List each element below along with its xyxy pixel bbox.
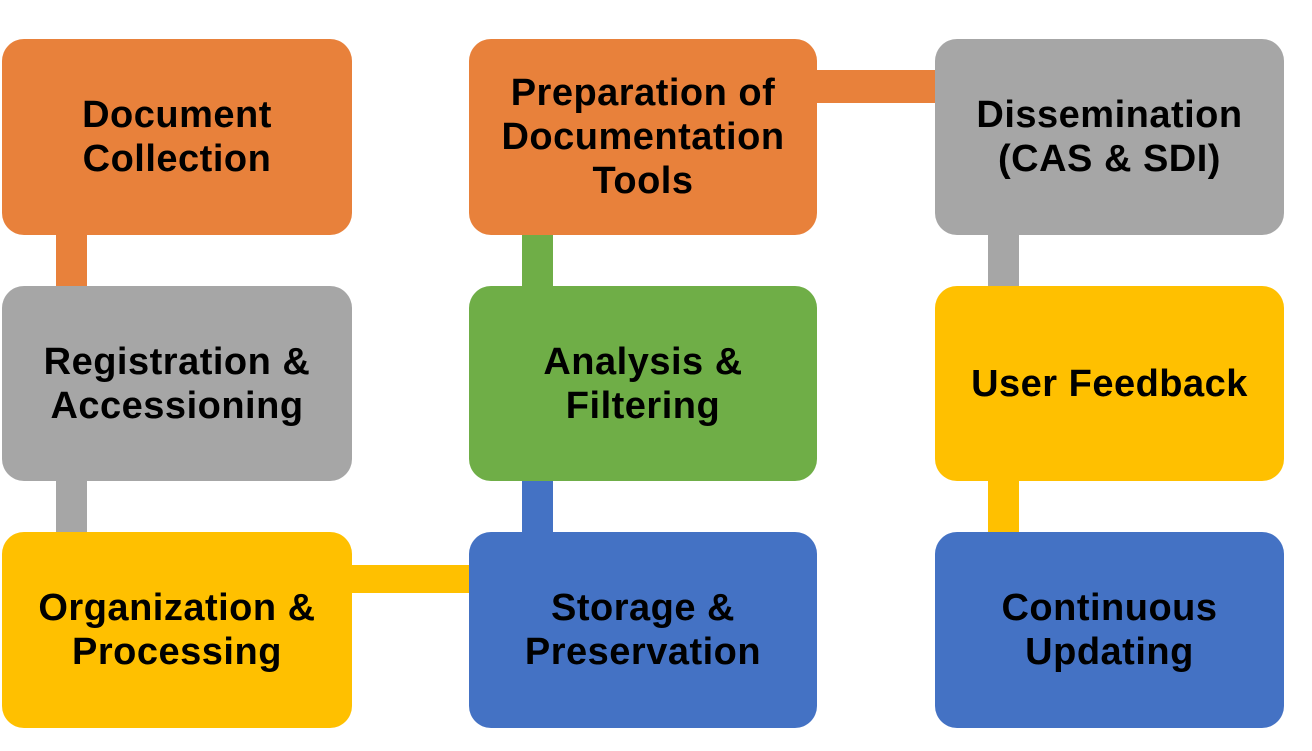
flow-box-storage-preservation: Storage &Preservation	[469, 532, 817, 728]
connector-preparation-documentation-tools-to-dissemination	[815, 70, 937, 103]
flow-box-label: User Feedback	[971, 362, 1248, 406]
flow-box-label-line: Collection	[82, 138, 272, 180]
flow-box-label: Storage &Preservation	[525, 586, 761, 674]
flow-box-label-line: Registration &	[43, 340, 311, 383]
flow-box-registration-accessioning: Registration &Accessioning	[2, 286, 352, 481]
flow-box-label-line: Storage &	[551, 587, 735, 629]
flow-box-label-line: Accessioning	[50, 384, 304, 427]
flow-box-label-line: Dissemination	[976, 94, 1243, 136]
connector-dissemination-to-user-feedback	[988, 233, 1019, 288]
flow-box-analysis-filtering: Analysis &Filtering	[469, 286, 817, 481]
flow-box-user-feedback: User Feedback	[935, 286, 1284, 481]
flow-box-label-line: Analysis &	[543, 340, 743, 383]
flow-box-label-line: Organization &	[38, 587, 316, 629]
flow-box-label-line: Preparation of	[510, 72, 776, 114]
connector-user-feedback-to-continuous-updating	[988, 479, 1019, 534]
connector-document-collection-to-registration-accessioning	[56, 233, 87, 288]
flow-box-label: Registration &Accessioning	[44, 340, 311, 428]
flow-box-label: Dissemination(CAS & SDI)	[976, 93, 1242, 181]
flow-box-label-line: Updating	[1025, 631, 1194, 673]
flow-box-label: Organization &Processing	[38, 586, 315, 674]
flow-box-label-line: Continuous	[1001, 587, 1218, 629]
connector-analysis-filtering-to-preparation-documentation-tools	[522, 233, 553, 288]
flow-box-label-line: Tools	[592, 160, 694, 202]
flow-box-label-line: Filtering	[565, 384, 721, 427]
flow-box-organization-processing: Organization &Processing	[2, 532, 352, 728]
connector-registration-accessioning-to-organization-processing	[56, 479, 87, 534]
flow-box-label-line: (CAS & SDI)	[998, 138, 1221, 180]
flow-box-label: Analysis &Filtering	[543, 340, 742, 428]
flow-box-label-line: Documentation	[501, 116, 785, 158]
flow-box-label-line: Processing	[72, 631, 282, 673]
flow-box-label-line: Document	[82, 94, 272, 136]
flow-box-label-line: Preservation	[524, 631, 762, 673]
flow-box-label-line: User Feedback	[971, 362, 1248, 405]
connector-organization-processing-to-storage-preservation	[350, 565, 471, 593]
connector-storage-preservation-to-analysis-filtering	[522, 479, 553, 534]
flow-box-dissemination-cas-sdi: Dissemination(CAS & SDI)	[935, 39, 1284, 235]
